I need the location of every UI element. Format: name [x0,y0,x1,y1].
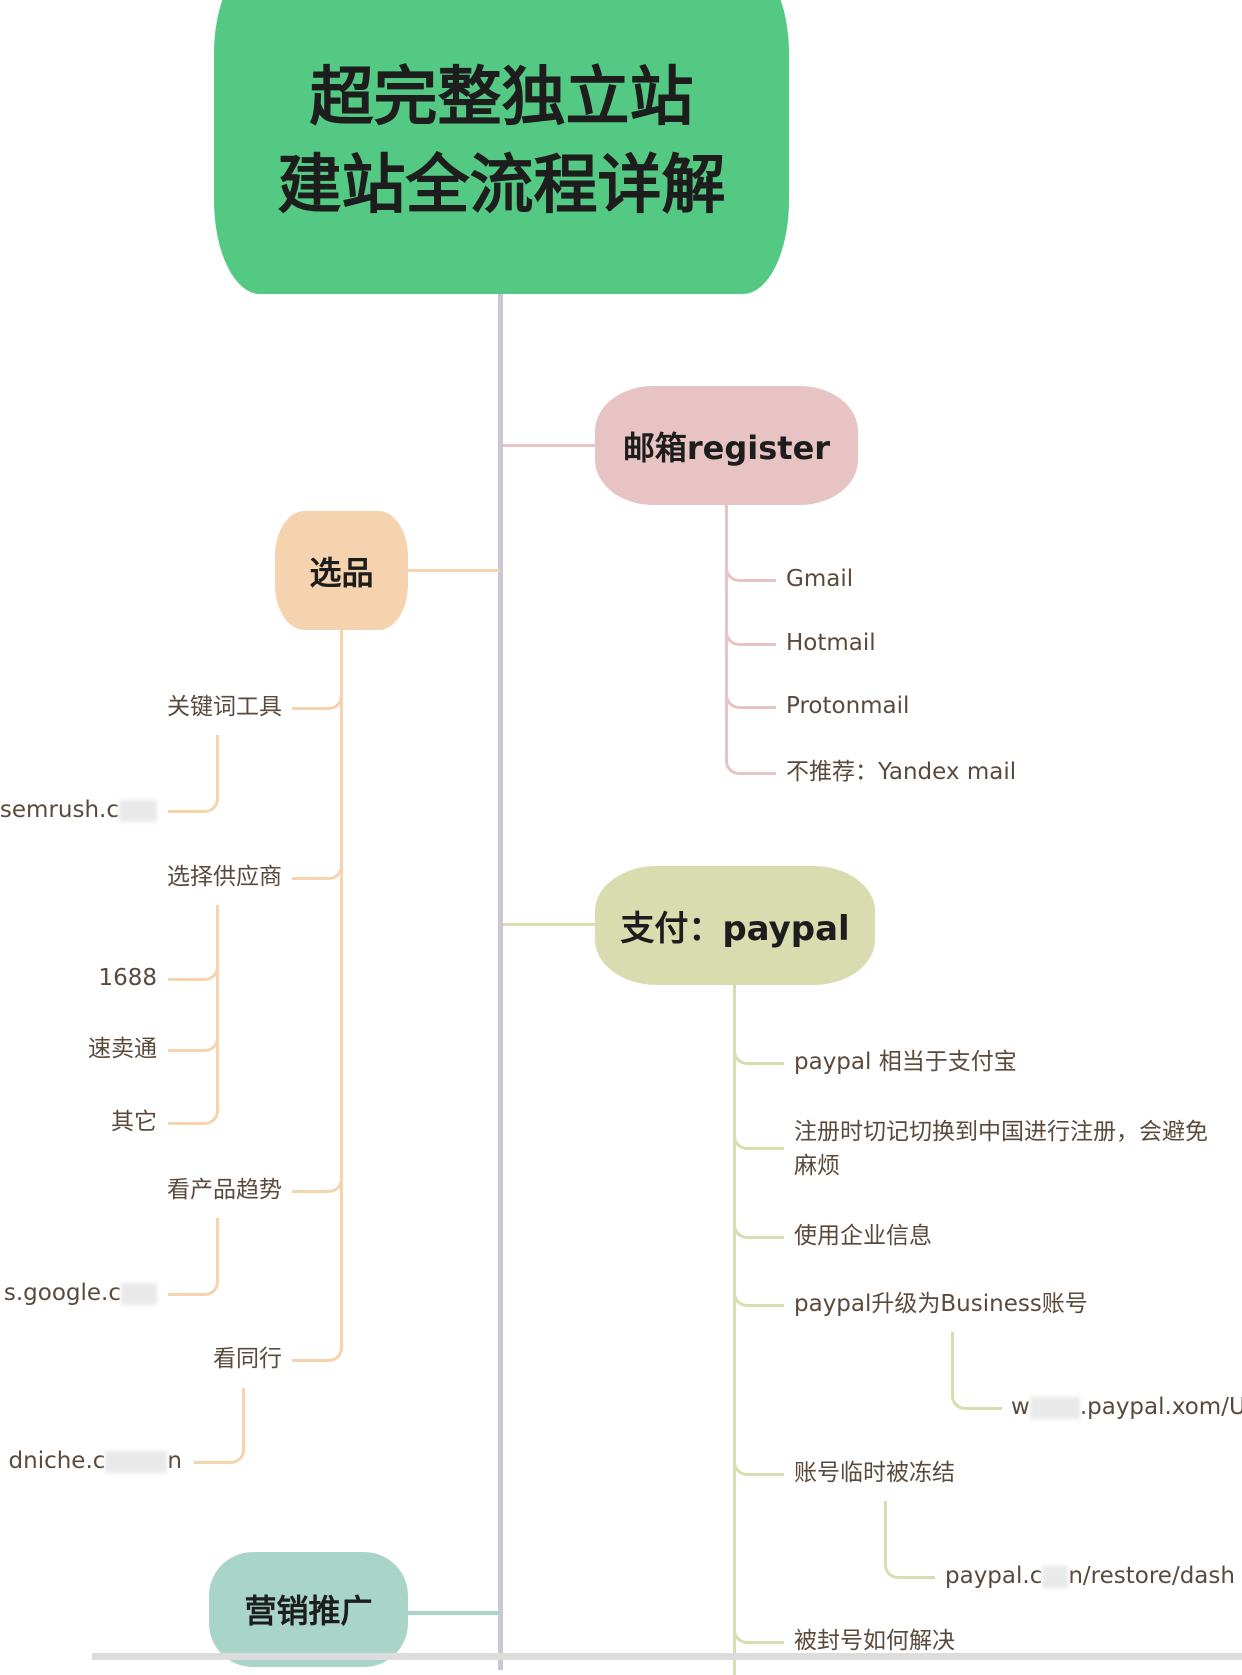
payment-connector-3 [733,1217,784,1239]
title-line-2: 建站全流程详解 [277,149,726,223]
product-item-keyword-tool[interactable]: 关键词工具 [167,694,282,720]
email-item-protonmail[interactable]: Protonmail [786,693,910,719]
link-restore-pre: paypal.c [945,1563,1043,1589]
link-niche[interactable]: dniche.c n [9,1446,182,1476]
trend-sub-connector [168,1218,219,1296]
payment-branch-line [733,985,736,1675]
product-connector-peers [292,1340,343,1362]
product-branch-line [340,630,343,1342]
product-connector-supplier [292,858,343,880]
supplier-connector-other [168,1104,219,1125]
email-item-gmail[interactable]: Gmail [786,566,854,592]
blur-mask [1029,1396,1080,1419]
link-niche-tail: n [167,1448,182,1474]
product-connector-trend [292,1171,343,1193]
payment-node[interactable]: 支付：paypal [595,866,875,985]
frozen-sub-connector [884,1501,935,1579]
root-node-title[interactable]: 超完整独立站 建站全流程详解 [214,0,789,294]
payment-connector-2 [733,1128,784,1150]
payment-item-register-china[interactable]: 注册时切记切换到中国进行注册，会避免 [794,1119,1208,1145]
payment-node-label: 支付：paypal [620,909,850,949]
keyword-sub-connector [168,735,219,813]
supplier-connector-1688 [168,960,219,981]
email-item-yandex[interactable]: 不推荐：Yandex mail [786,759,1017,785]
email-item-hotmail[interactable]: Hotmail [786,630,876,656]
payment-item-alipay[interactable]: paypal 相当于支付宝 [794,1049,1017,1075]
title-line-1: 超完整独立站 [309,61,694,135]
business-sub-connector [951,1332,1002,1410]
supplier-aliexpress[interactable]: 速卖通 [88,1036,157,1062]
product-node-label: 选品 [309,553,374,592]
payment-connector-6 [733,1622,784,1644]
blur-mask [105,1450,168,1473]
payment-item-banned[interactable]: 被封号如何解决 [794,1628,955,1654]
link-restore-post: n/restore/dash [1068,1563,1235,1589]
email-connector-gmail [725,560,776,582]
email-node[interactable]: 邮箱register [595,386,858,505]
email-node-label: 邮箱register [622,428,831,467]
link-paypal-restore[interactable]: paypal.c n/restore/dash [945,1561,1235,1591]
link-google-text: s.google.c [3,1280,121,1306]
payment-item-upgrade-business[interactable]: paypal升级为Business账号 [794,1291,1088,1317]
link-semrush-text: semrush.c [0,797,119,823]
blur-mask [121,1282,157,1305]
supplier-other[interactable]: 其它 [111,1109,157,1135]
supplier-1688[interactable]: 1688 [98,965,157,991]
marketing-node[interactable]: 营销推广 [209,1552,408,1667]
marketing-node-label: 营销推广 [244,1592,373,1630]
link-google-trends[interactable]: s.google.c [4,1278,157,1308]
payment-connector-1 [733,1043,784,1065]
product-connector-keyword [292,688,343,710]
product-item-trend[interactable]: 看产品趋势 [167,1177,282,1203]
supplier-sub-line [216,905,219,1105]
blur-mask [119,799,157,822]
email-connector-yandex [725,753,776,775]
product-connector [405,569,500,572]
link-semrush[interactable]: semrush.c [0,795,157,825]
email-connector [503,444,598,447]
payment-connector-5 [733,1454,784,1476]
link-business-pre: w [1011,1394,1030,1420]
marketing-connector [405,1611,500,1615]
link-paypal-business[interactable]: w .paypal.xom/U [1011,1392,1242,1422]
email-connector-hotmail [725,624,776,646]
blur-mask [1042,1565,1069,1588]
payment-connector-4 [733,1285,784,1307]
payment-item-register-china-cont: 麻烦 [794,1153,840,1179]
horizontal-scrollbar[interactable] [92,1653,1242,1660]
product-item-peers[interactable]: 看同行 [213,1346,282,1372]
email-connector-protonmail [725,687,776,709]
link-niche-text: dniche.c [8,1448,106,1474]
link-business-post: .paypal.xom/U [1079,1394,1242,1420]
trunk-line [498,290,503,1670]
product-node[interactable]: 选品 [275,511,408,630]
supplier-connector-aliexpress [168,1031,219,1052]
product-item-supplier[interactable]: 选择供应商 [167,864,282,890]
payment-connector [503,923,598,926]
payment-item-business-info[interactable]: 使用企业信息 [794,1223,932,1249]
peers-sub-connector [194,1388,245,1464]
payment-item-frozen[interactable]: 账号临时被冻结 [794,1460,955,1486]
